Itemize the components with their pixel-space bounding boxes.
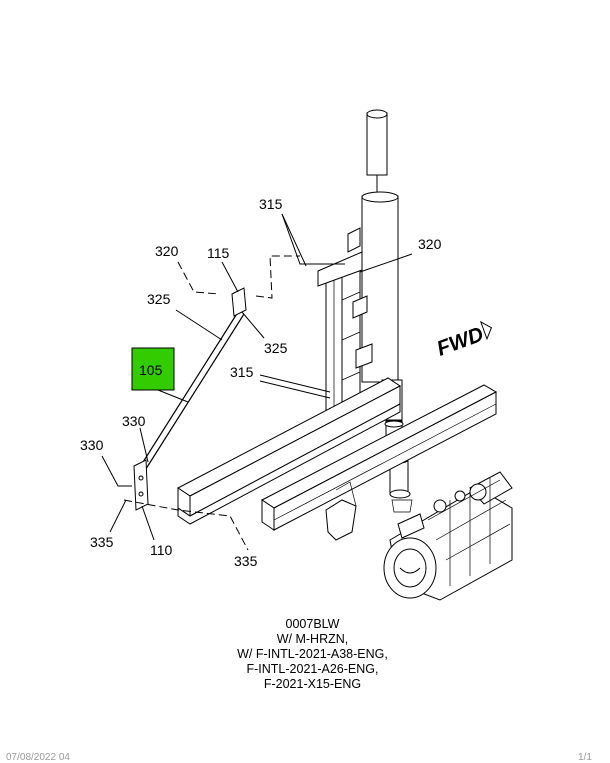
note-line: 0007BLW — [285, 617, 340, 631]
callout-330-left[interactable]: 330 — [80, 437, 104, 453]
note-line: W/ F-INTL-2021-A38-ENG, — [237, 647, 388, 661]
vertical-bracket — [317, 227, 373, 439]
fwd-arrow-icon — [479, 320, 493, 341]
callout-315-top[interactable]: 315 — [259, 196, 283, 212]
callout-325-right[interactable]: 325 — [264, 340, 288, 356]
fwd-label: FWD — [434, 323, 487, 361]
fwd-indicator: FWD — [434, 320, 493, 361]
callout-335-left[interactable]: 335 — [90, 534, 114, 550]
callout-335-bottom[interactable]: 335 — [234, 553, 258, 569]
footer-date: 07/08/2022 04 — [6, 752, 70, 763]
callout-325-left[interactable]: 325 — [147, 291, 171, 307]
aftertreatment-assembly — [383, 471, 513, 601]
applicability-note: 0007BLW W/ M-HRZN, W/ F-INTL-2021-A38-EN… — [180, 617, 445, 692]
callout-320-right[interactable]: 320 — [418, 236, 442, 252]
callout-315-mid[interactable]: 315 — [230, 364, 254, 380]
callout-115[interactable]: 115 — [207, 245, 230, 261]
callout-320-left[interactable]: 320 — [155, 243, 179, 259]
note-line: W/ M-HRZN, — [276, 632, 349, 646]
callout-110[interactable]: 110 — [150, 542, 173, 558]
diagonal-brace — [133, 287, 247, 511]
callout-105-highlight[interactable] — [131, 347, 175, 391]
leader-lines — [101, 213, 413, 551]
callout-330-upper[interactable]: 330 — [122, 413, 146, 429]
footer-page: 1/1 — [578, 752, 592, 763]
note-line: F-INTL-2021-A26-ENG, — [246, 662, 379, 676]
callout-105[interactable]: 105 — [139, 362, 163, 378]
note-line: F-2021-X15-ENG — [263, 677, 362, 691]
frame-rails — [177, 377, 498, 541]
